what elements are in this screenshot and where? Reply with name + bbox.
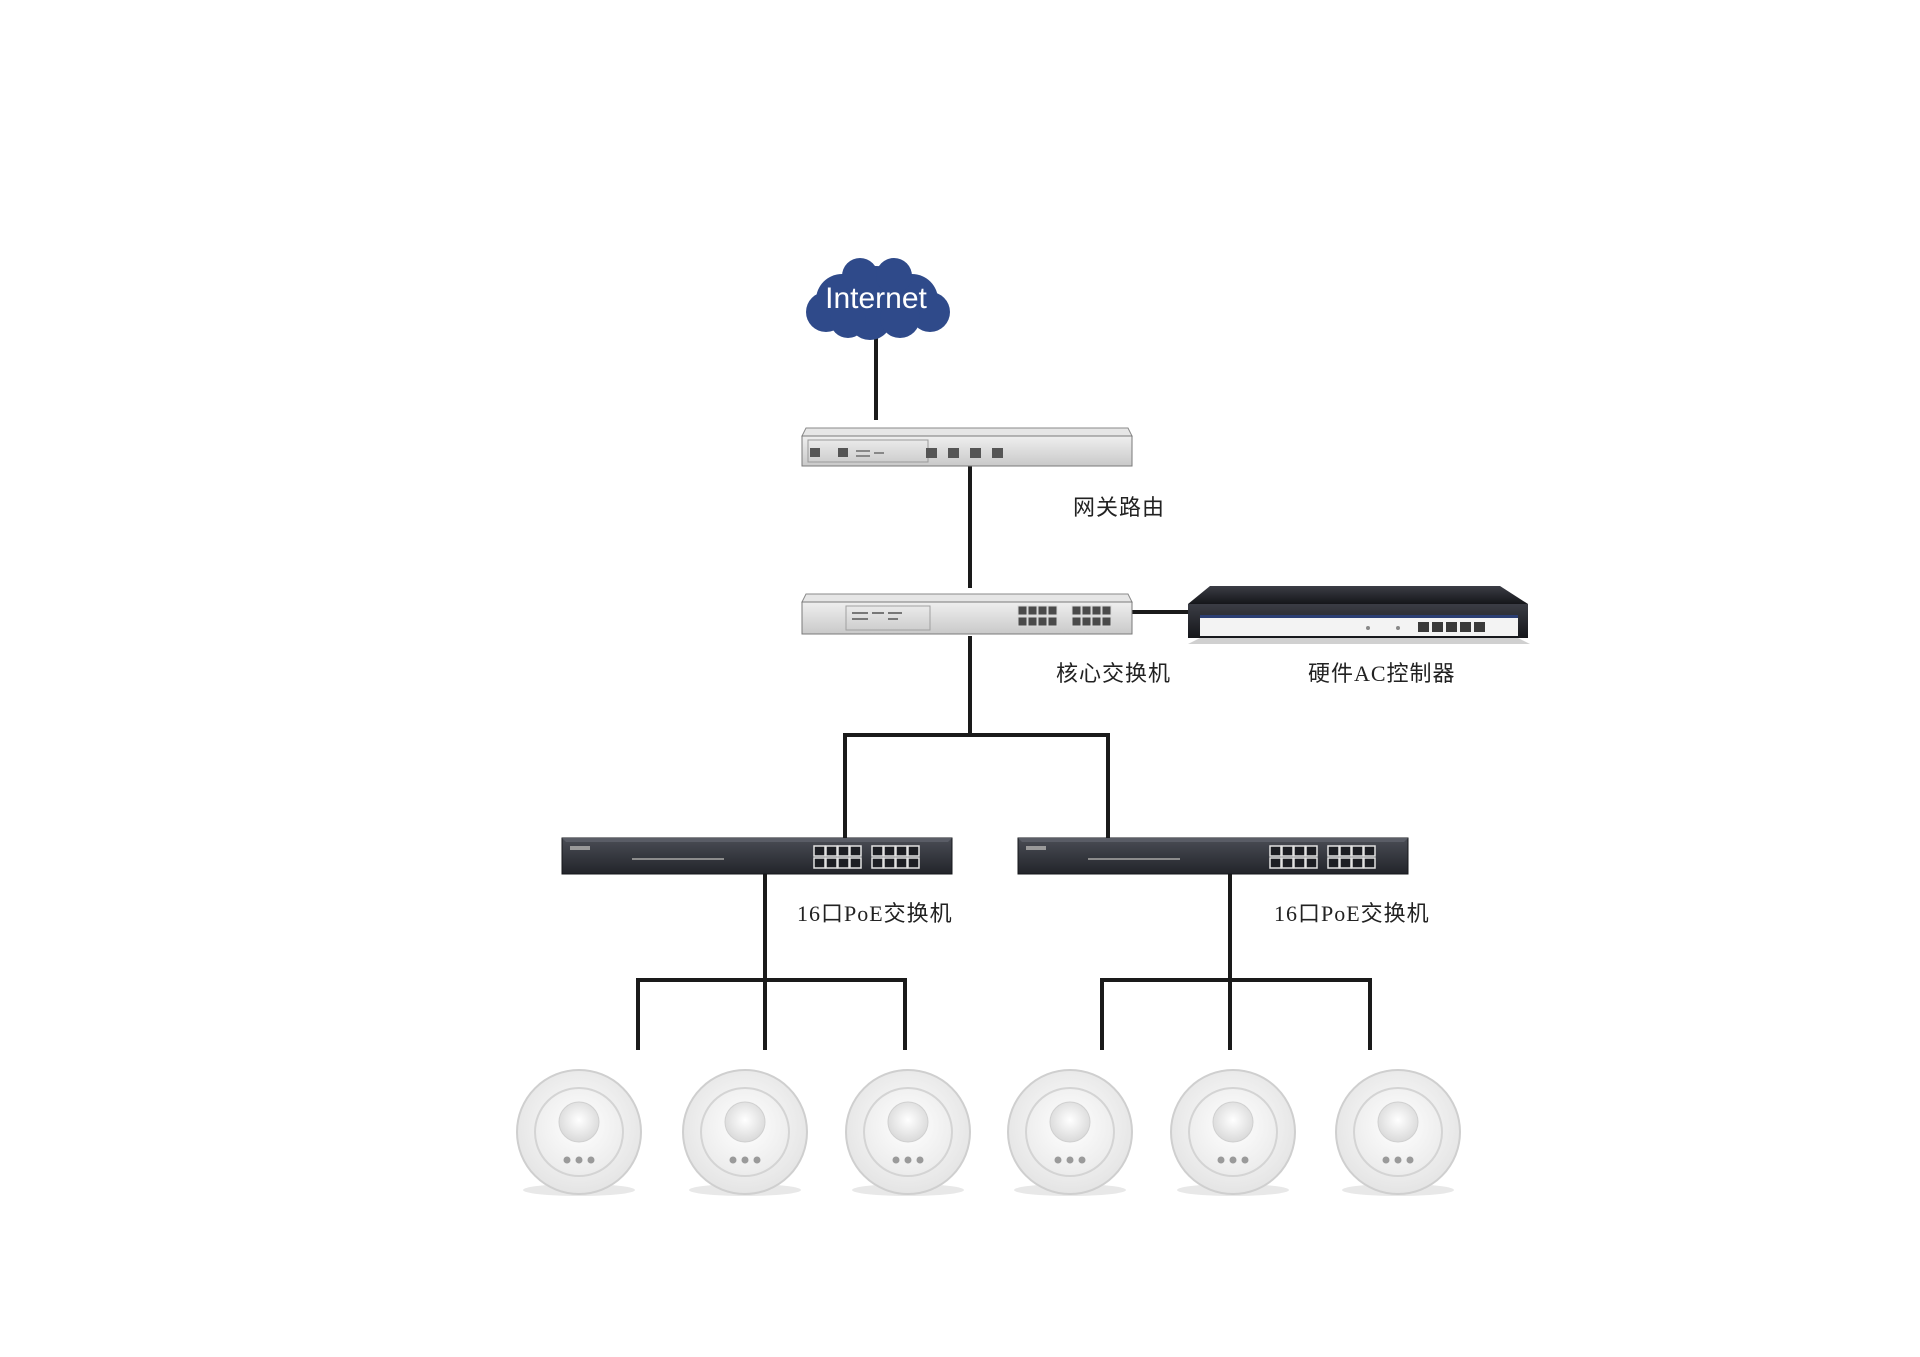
internet-label: Internet [825, 282, 927, 315]
access-point-2 [682, 1069, 808, 1196]
link-right-poe-aps [1100, 874, 1232, 1050]
connection-lines [636, 325, 1372, 1050]
ac-controller [1188, 586, 1530, 644]
core-switch-label: 核心交换机 [1056, 661, 1172, 686]
link-left-poe-ap3 [765, 978, 907, 1050]
gateway-router [801, 427, 1133, 467]
access-point-3 [845, 1069, 971, 1196]
link-core-poe-switch-right [970, 733, 1110, 838]
link-right-poe-ap6 [1230, 978, 1372, 1050]
access-point-4 [1007, 1069, 1133, 1196]
internet-cloud: Internet [806, 258, 950, 340]
poe-switch-right-label: 16口PoE交换机 [1274, 901, 1430, 926]
poe-switch-left-ports [813, 845, 920, 869]
poe-switch-left-label: 16口PoE交换机 [797, 901, 953, 926]
poe-switch-right [1017, 837, 1409, 875]
poe-switch-right-ports [1269, 845, 1376, 869]
gateway-router-label: 网关路由 [1073, 495, 1166, 520]
link-left-poe-aps [636, 874, 767, 1050]
access-points [516, 1069, 1461, 1196]
poe-switch-left [561, 837, 953, 875]
access-point-5 [1170, 1069, 1296, 1196]
access-point-6 [1335, 1069, 1461, 1196]
ac-controller-label: 硬件AC控制器 [1308, 661, 1456, 686]
core-switch-ports [1017, 605, 1112, 627]
link-core-poe-switches [843, 636, 972, 838]
core-switch [801, 593, 1133, 635]
access-point-1 [516, 1069, 642, 1196]
